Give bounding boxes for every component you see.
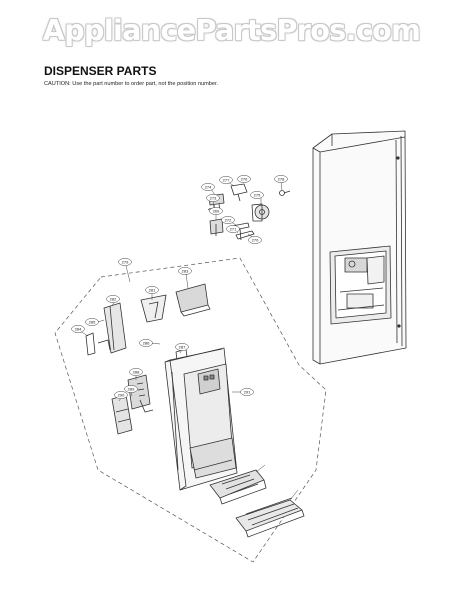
callout-label: 287 — [179, 344, 186, 349]
callout-282: 282 — [106, 295, 120, 303]
caution-note: CAUTION: Use the part number to order pa… — [44, 81, 219, 87]
callout-278: 278 — [274, 175, 288, 183]
callout-label: 274 — [205, 184, 212, 189]
callout-286: 286 — [139, 339, 153, 347]
callout-label: 283 — [182, 268, 189, 273]
callout-269: 269 — [209, 207, 223, 215]
callout-label: 279 — [122, 259, 129, 264]
callout-bubbles: 274 277 276 275 278 273 269 272 271 270 279 283 281 2… — [71, 175, 288, 399]
callout-label: 277 — [223, 177, 230, 182]
site-watermark: AppliancePartsPros.com — [42, 14, 421, 47]
callout-291: 291 — [240, 388, 254, 396]
callout-label: 271 — [230, 226, 237, 231]
callout-288: 288 — [129, 368, 143, 376]
callout-272: 272 — [221, 216, 235, 224]
callout-273: 273 — [206, 194, 220, 202]
callout-label: 290 — [118, 392, 125, 397]
callout-label: 276 — [241, 176, 248, 181]
callout-label: 286 — [143, 340, 150, 345]
callout-label: 269 — [213, 208, 220, 213]
callout-label: 278 — [278, 176, 285, 181]
callout-label: 272 — [225, 217, 232, 222]
leader-lines — [79, 181, 299, 501]
callout-277: 277 — [219, 176, 233, 184]
assembly-boundary — [54, 257, 327, 563]
callout-label: 273 — [210, 195, 217, 200]
callout-270: 270 — [248, 236, 262, 244]
callout-287: 287 — [175, 343, 189, 351]
callout-label: 289 — [128, 386, 135, 391]
callout-283: 283 — [178, 267, 192, 275]
callout-276: 276 — [237, 175, 251, 183]
dispenser-assembly-parts — [85, 283, 305, 538]
callout-label: 275 — [254, 192, 261, 197]
callout-label: 282 — [110, 296, 117, 301]
door-dispenser-recess — [329, 245, 392, 325]
callout-271: 271 — [226, 225, 240, 233]
callout-284: 284 — [71, 325, 85, 333]
freezer-door — [312, 130, 407, 365]
page-title: DISPENSER PARTS — [44, 64, 157, 78]
callout-label: 285 — [89, 319, 96, 324]
callout-275: 275 — [250, 191, 264, 199]
callout-label: 288 — [133, 369, 140, 374]
callout-281: 281 — [145, 286, 159, 294]
callout-290: 290 — [114, 391, 128, 399]
callout-274: 274 — [201, 183, 215, 191]
callout-285: 285 — [85, 318, 99, 326]
callout-279: 279 — [118, 258, 132, 266]
callout-label: 281 — [149, 287, 156, 292]
callout-label: 270 — [252, 237, 259, 242]
callout-label: 284 — [75, 326, 82, 331]
callout-label: 291 — [244, 389, 251, 394]
callout-289: 289 — [124, 385, 138, 393]
